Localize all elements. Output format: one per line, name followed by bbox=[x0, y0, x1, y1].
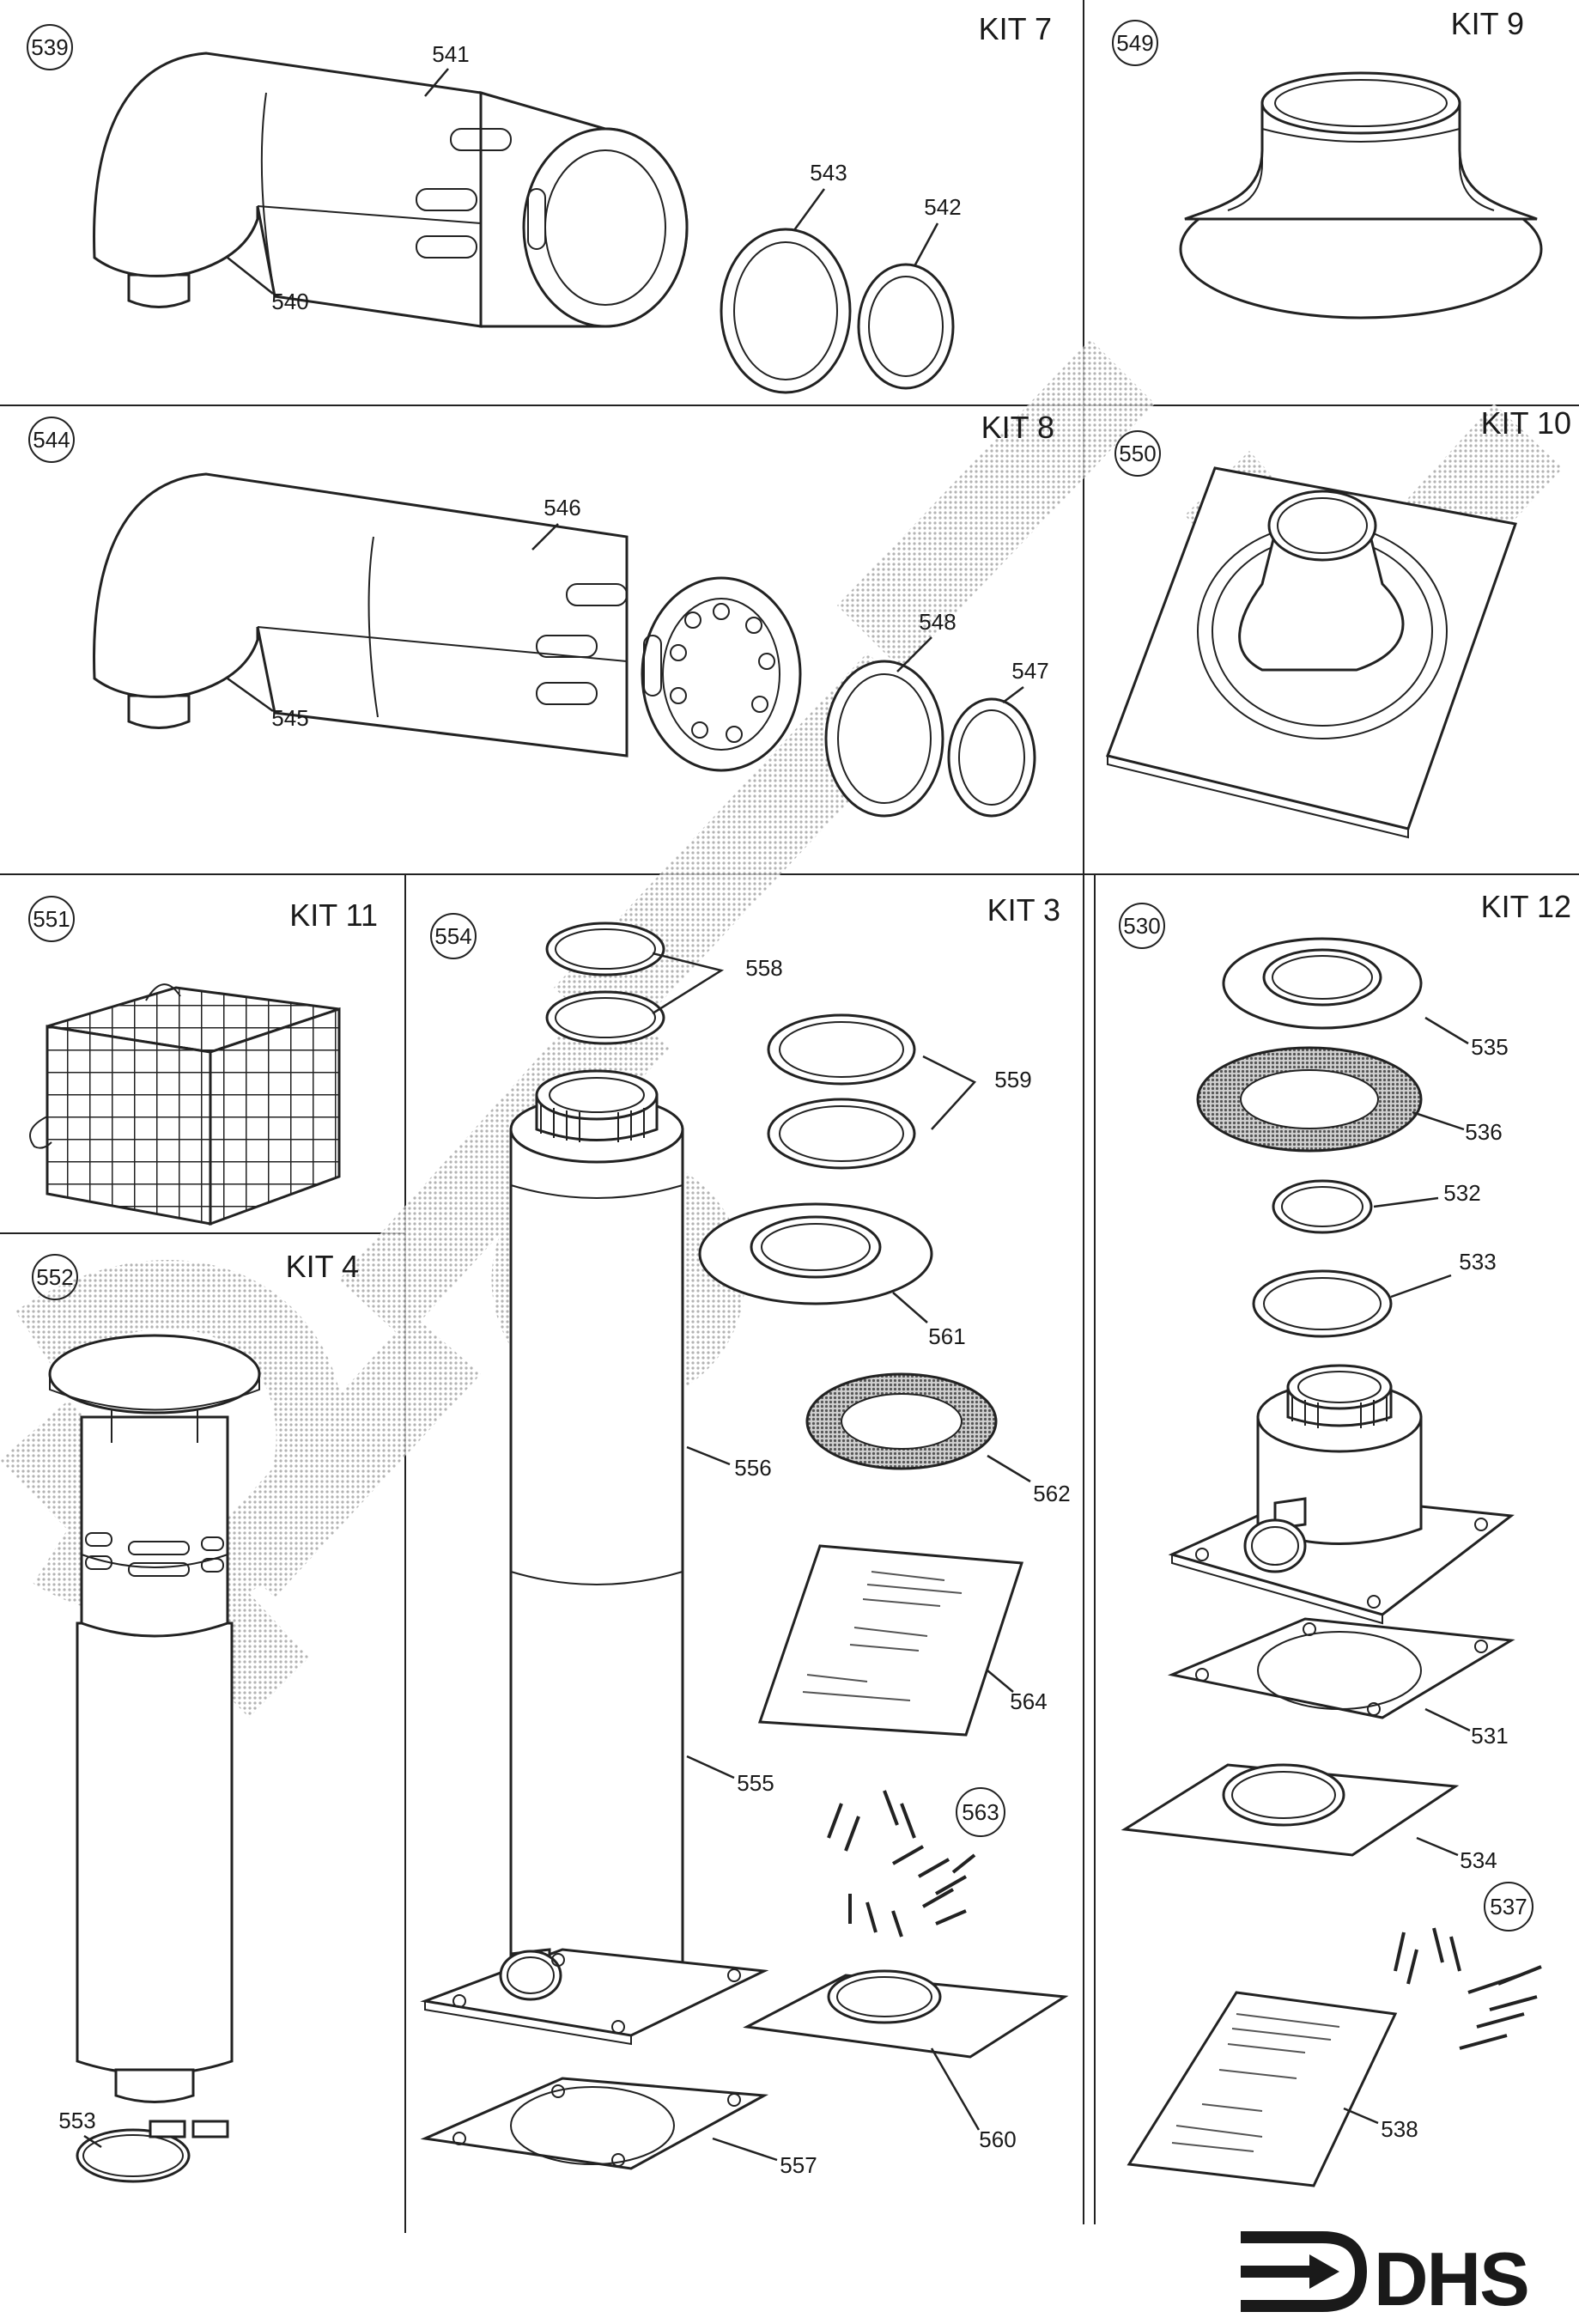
part-560: 560 bbox=[979, 2126, 1016, 2152]
kit-10-ref: 550 bbox=[1119, 441, 1156, 466]
part-541: 541 bbox=[432, 41, 469, 67]
part-556: 556 bbox=[734, 1455, 771, 1481]
kit-3-panel: 554 KIT 3 558 559 561 562 bbox=[420, 892, 1071, 2178]
kit-9-ref: 549 bbox=[1116, 30, 1153, 56]
part-564: 564 bbox=[1010, 1688, 1047, 1714]
part-538: 538 bbox=[1381, 2116, 1418, 2142]
kit-4-title: KIT 4 bbox=[286, 1249, 359, 1284]
part-553: 553 bbox=[58, 2108, 95, 2133]
kit-11-title: KIT 11 bbox=[289, 897, 378, 933]
part-543: 543 bbox=[810, 160, 847, 186]
kit-12-title: KIT 12 bbox=[1481, 889, 1571, 924]
kit-10-panel: 550 KIT 10 bbox=[1106, 405, 1571, 839]
part-547: 547 bbox=[1011, 658, 1048, 684]
part-540: 540 bbox=[271, 289, 308, 314]
base-adapter bbox=[1168, 1364, 1515, 1625]
grid-guard bbox=[29, 983, 341, 1226]
part-546: 546 bbox=[544, 495, 580, 520]
elbow-terminal-8 bbox=[93, 472, 802, 772]
part-542: 542 bbox=[924, 194, 961, 220]
part-562: 562 bbox=[1033, 1481, 1070, 1506]
part-559: 559 bbox=[994, 1067, 1031, 1092]
part-555: 555 bbox=[737, 1770, 774, 1796]
kit-12-panel: 530 KIT 12 535 536 532 533 bbox=[1119, 889, 1571, 2187]
vertical-tube bbox=[509, 1069, 684, 1992]
dhs-logo-text: DHS bbox=[1374, 2236, 1528, 2321]
panel-frames bbox=[0, 0, 1579, 2233]
part-561: 561 bbox=[928, 1323, 965, 1349]
kit-3-title: KIT 3 bbox=[987, 892, 1060, 928]
kit-8-panel: 544 KIT 8 546 548 547 bbox=[28, 410, 1054, 818]
dhs-logo: DHS bbox=[1241, 2231, 1530, 2321]
part-537: 537 bbox=[1490, 1894, 1527, 1919]
part-536: 536 bbox=[1465, 1119, 1502, 1145]
part-531: 531 bbox=[1471, 1723, 1508, 1749]
part-548: 548 bbox=[919, 609, 956, 635]
kit-8-ref: 544 bbox=[33, 427, 70, 453]
kit-4-ref: 552 bbox=[36, 1264, 73, 1290]
kit-8-title: KIT 8 bbox=[981, 410, 1054, 445]
roof-flashing-plate bbox=[1106, 466, 1517, 839]
part-563: 563 bbox=[962, 1799, 999, 1825]
part-535: 535 bbox=[1471, 1034, 1508, 1060]
kit-4-panel: 552 KIT 4 553 bbox=[32, 1249, 359, 2183]
kit-3-ref: 554 bbox=[434, 923, 471, 949]
part-534: 534 bbox=[1460, 1847, 1497, 1873]
part-532: 532 bbox=[1443, 1180, 1480, 1206]
kit-7-ref: 539 bbox=[31, 34, 68, 60]
kit-10-title: KIT 10 bbox=[1481, 405, 1571, 441]
flashing-cone bbox=[1179, 71, 1543, 319]
kit-11-ref: 551 bbox=[33, 906, 70, 932]
kit-11-panel: 551 KIT 11 bbox=[28, 896, 378, 1226]
screws-and-plugs-563 bbox=[827, 1790, 976, 1938]
kit-12-ref: 530 bbox=[1123, 913, 1160, 939]
kit-7-title: KIT 7 bbox=[979, 11, 1052, 46]
elbow-terminal bbox=[93, 52, 689, 328]
kit-9-title: KIT 9 bbox=[1451, 6, 1524, 41]
screws-and-plugs-537 bbox=[1394, 1927, 1542, 2050]
part-558: 558 bbox=[745, 955, 782, 981]
vertical-terminal bbox=[48, 1334, 261, 2103]
part-557: 557 bbox=[780, 2152, 817, 2178]
kit-9-panel: 549 KIT 9 bbox=[1112, 6, 1543, 319]
kit-7-panel: 539 KIT 7 541 bbox=[27, 11, 1052, 394]
part-533: 533 bbox=[1459, 1249, 1496, 1275]
instruction-sheet-538 bbox=[1127, 1991, 1398, 2187]
instruction-sheet-564 bbox=[757, 1544, 1024, 1737]
part-545: 545 bbox=[271, 705, 308, 731]
